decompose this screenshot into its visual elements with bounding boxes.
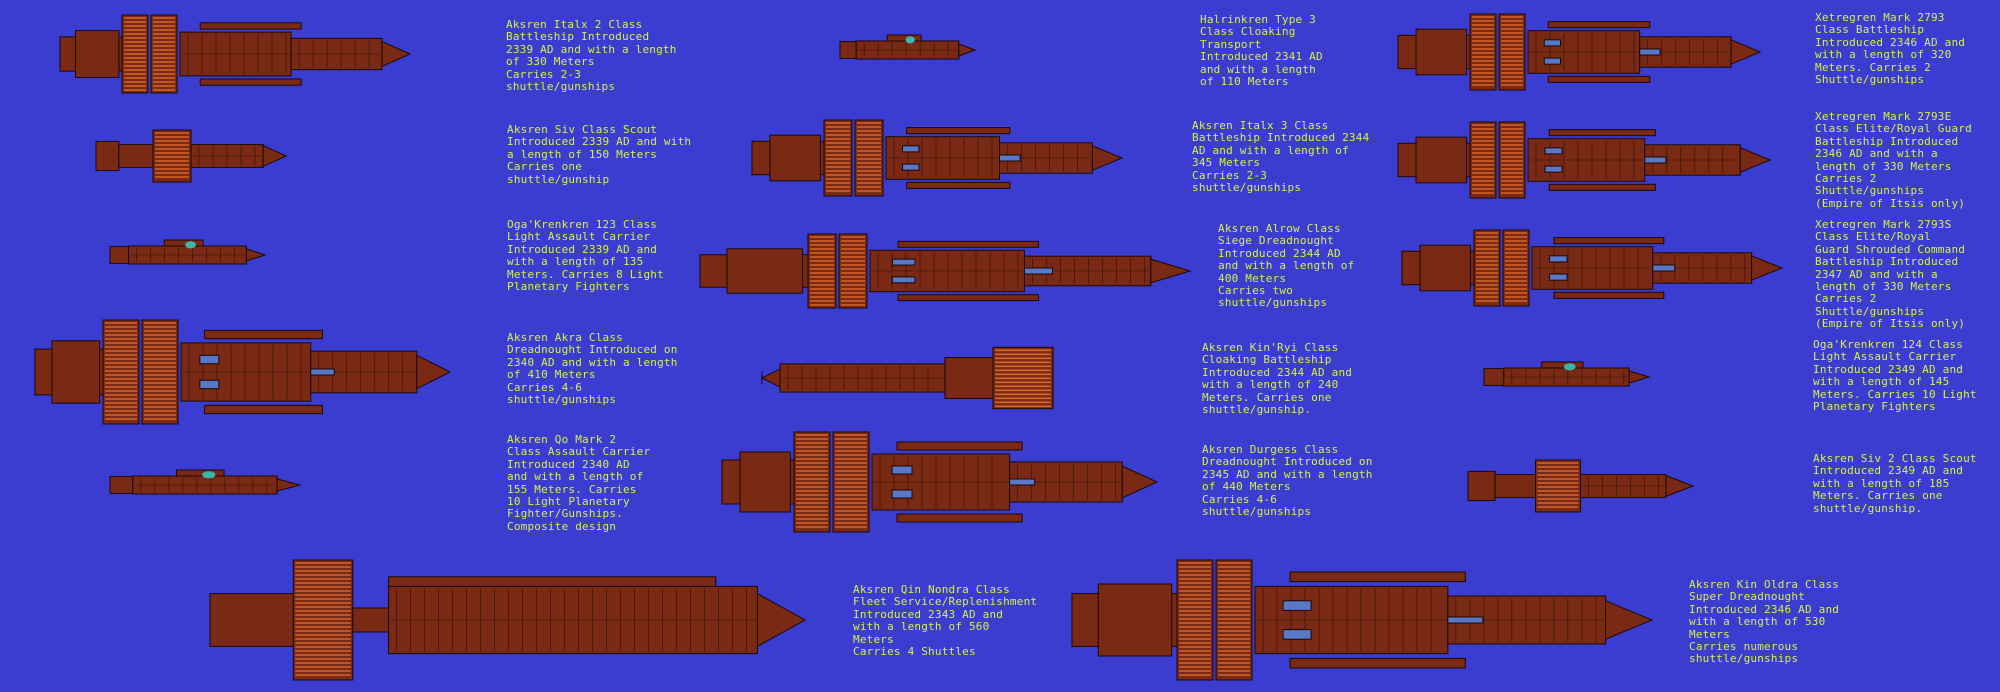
ship-xetregren2793 (1397, 13, 1762, 91)
caption-qin-nondra: Aksren Qin Nondra Class Fleet Service/Re… (853, 583, 1038, 659)
caption-durgess: Aksren Durgess Class Dreadnought Introdu… (1202, 443, 1373, 519)
ship-alrow (699, 233, 1192, 309)
caption-akra: Aksren Akra Class Dreadnought Introduced… (507, 331, 678, 407)
ship-xetregren2793s (1401, 229, 1784, 307)
caption-xetregren2793e: Xetregren Mark 2793E Class Elite/Royal G… (1815, 110, 1972, 210)
ship-siv2-scout (1467, 459, 1695, 513)
caption-xetregren2793: Xetregren Mark 2793 Class Battleship Int… (1815, 11, 1966, 87)
ship-oga124 (1483, 361, 1651, 392)
caption-qo-mark2: Aksren Qo Mark 2 Class Assault Carrier I… (507, 433, 651, 533)
ship-kinryi (760, 346, 1062, 410)
caption-oga123: Oga'Krenkren 123 Class Light Assault Car… (507, 218, 664, 294)
ship-oga123 (109, 239, 267, 270)
ship-durgess (721, 431, 1159, 533)
ship-siv-scout (95, 129, 288, 183)
ship-kin-oldra (1071, 559, 1654, 681)
caption-siv2-scout: Aksren Siv 2 Class Scout Introduced 2349… (1813, 452, 1977, 515)
ship-qo-mark2 (109, 469, 302, 500)
caption-oga124: Oga'Krenkren 124 Class Light Assault Car… (1813, 338, 1977, 414)
ship-xetregren2793e (1397, 121, 1772, 199)
ship-italx3 (751, 119, 1124, 197)
caption-halrinkren: Halrinkren Type 3 Class Cloaking Transpo… (1200, 13, 1323, 89)
caption-xetregren2793s: Xetregren Mark 2793S Class Elite/Royal G… (1815, 218, 1966, 331)
caption-kin-oldra: Aksren Kin Oldra Class Super Dreadnought… (1689, 578, 1840, 666)
caption-italx3: Aksren Italx 3 Class Battleship Introduc… (1192, 119, 1370, 195)
caption-siv-scout: Aksren Siv Class Scout Introduced 2339 A… (507, 123, 692, 186)
ship-akra (34, 319, 452, 425)
ship-italx2 (59, 14, 412, 94)
ship-halrinkren (839, 34, 977, 65)
caption-kinryi: Aksren Kin'Ryi Class Cloaking Battleship… (1202, 341, 1353, 417)
caption-italx2: Aksren Italx 2 Class Battleship Introduc… (506, 18, 677, 94)
caption-alrow: Aksren Alrow Class Siege Dreadnought Int… (1218, 222, 1355, 310)
ship-qin-nondra (209, 559, 807, 681)
